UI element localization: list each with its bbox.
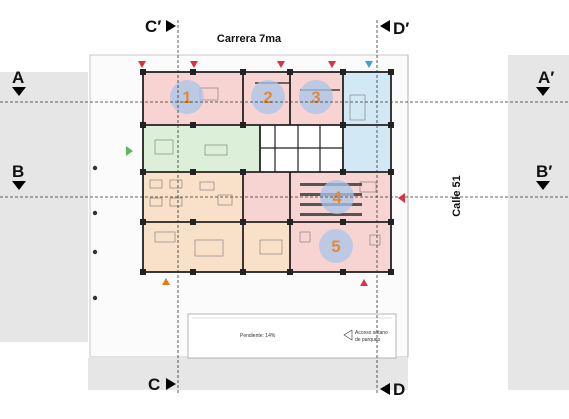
section-label-c: C — [148, 375, 160, 394]
section-lines — [0, 20, 569, 395]
marker-blue-icon — [365, 61, 373, 68]
marker-red-icon — [190, 61, 198, 68]
street-top: Carrera 7ma — [217, 33, 282, 45]
arrow-b-icon — [12, 181, 26, 190]
furniture — [149, 87, 381, 257]
zone-orange-low — [143, 222, 290, 272]
tree-icon — [92, 165, 98, 171]
marker-red-icon — [277, 61, 285, 68]
section-label-d-prime: D′ — [393, 19, 409, 38]
zone-circles — [170, 80, 354, 263]
section-label-a: A — [12, 68, 24, 87]
side-icons — [92, 165, 98, 301]
zone-label-1: 1 — [182, 88, 191, 107]
bottom-neighbour-block — [88, 358, 408, 390]
section-label-c-prime: C′ — [145, 17, 161, 36]
marker-red-icon — [138, 61, 146, 68]
zone-label-2: 2 — [263, 88, 272, 107]
arrow-c-prime-icon — [166, 20, 176, 32]
marker-red-icon — [398, 193, 405, 203]
marker-green-icon — [126, 146, 133, 156]
section-label-a-prime: A′ — [538, 68, 554, 87]
parking-ramp — [187, 313, 397, 359]
entrance-markers — [126, 61, 405, 286]
arrow-d-icon — [380, 383, 390, 395]
zone-green — [143, 125, 260, 172]
arrow-b-prime-icon — [536, 181, 550, 190]
section-label-d: D — [393, 380, 405, 399]
right-neighbour-block — [508, 55, 569, 390]
section-label-b-prime: B′ — [536, 162, 552, 181]
arrow-d-prime-icon — [380, 20, 390, 32]
zone-label-3: 3 — [311, 88, 320, 107]
left-neighbour-block — [0, 72, 88, 342]
tree-icon — [92, 249, 98, 255]
tree-icon — [92, 210, 98, 216]
marker-orange-icon — [162, 278, 170, 285]
marker-red-icon — [328, 61, 336, 68]
access-arrow-icon — [343, 329, 353, 341]
arrow-a-icon — [12, 87, 26, 96]
access-note-line1: Acceso sótano — [355, 330, 388, 336]
zone-blue — [343, 72, 391, 172]
section-label-b: B — [12, 162, 24, 181]
arrow-a-prime-icon — [536, 87, 550, 96]
zone-label-5: 5 — [331, 237, 340, 256]
street-right: Calle 51 — [451, 175, 463, 217]
arrow-c-icon — [166, 378, 176, 390]
section-arrows — [12, 20, 550, 395]
zone-label-4: 4 — [332, 188, 342, 207]
marker-red-icon — [360, 279, 368, 286]
access-note-line2: de parqueo — [355, 337, 381, 343]
columns — [140, 69, 394, 275]
slope-note: Pendiente: 14% — [240, 333, 276, 339]
tree-icon — [92, 295, 98, 301]
